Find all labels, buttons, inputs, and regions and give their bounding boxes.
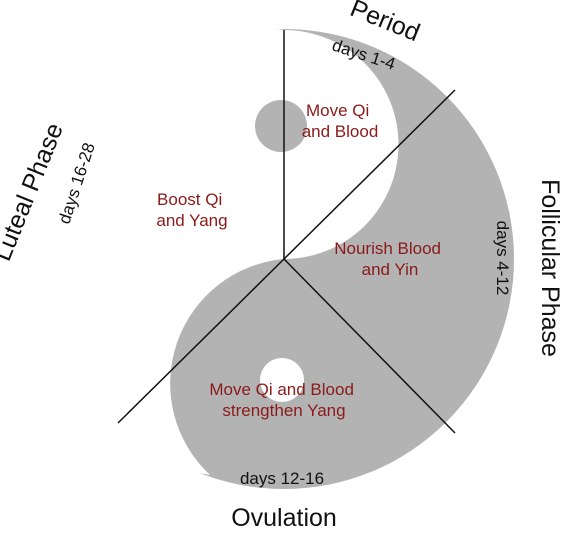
yang-white-half [21, 26, 399, 475]
follicular-action-label: Nourish Blood and Yin [334, 239, 446, 279]
yin-eye-dot [255, 100, 307, 152]
period-action-line-2: and Blood [302, 122, 379, 141]
follicular-action-line-1: Nourish Blood [334, 239, 441, 258]
luteal-action-line-2: and Yang [156, 211, 227, 230]
divider-right-lower [283, 258, 456, 434]
ovulation-action-line-1: Move Qi and Blood [209, 380, 354, 399]
divider-left-lower [117, 258, 285, 424]
luteal-action-line-1: Boost Qi [157, 190, 222, 209]
period-action-line-1: Move Qi [306, 101, 369, 120]
ovulation-days-label: days 12-16 [240, 469, 324, 488]
ovulation-action-line-2: strengthen Yang [222, 401, 345, 420]
period-action-label: Move Qi and Blood [302, 101, 379, 141]
follicular-days-label: days 4-12 [493, 221, 512, 296]
phase-dividers [117, 30, 456, 434]
divider-right-upper [283, 89, 456, 260]
ovulation-action-label: Move Qi and Blood strengthen Yang [209, 380, 358, 420]
luteal-action-label: Boost Qi and Yang [156, 190, 227, 230]
period-phase-label: Period [346, 0, 423, 47]
follicular-action-line-2: and Yin [362, 260, 419, 279]
yang-eye-dot [260, 358, 304, 402]
ovulation-phase-label: Ovulation [231, 504, 337, 532]
follicular-phase-label: Follicular Phase [536, 179, 564, 357]
